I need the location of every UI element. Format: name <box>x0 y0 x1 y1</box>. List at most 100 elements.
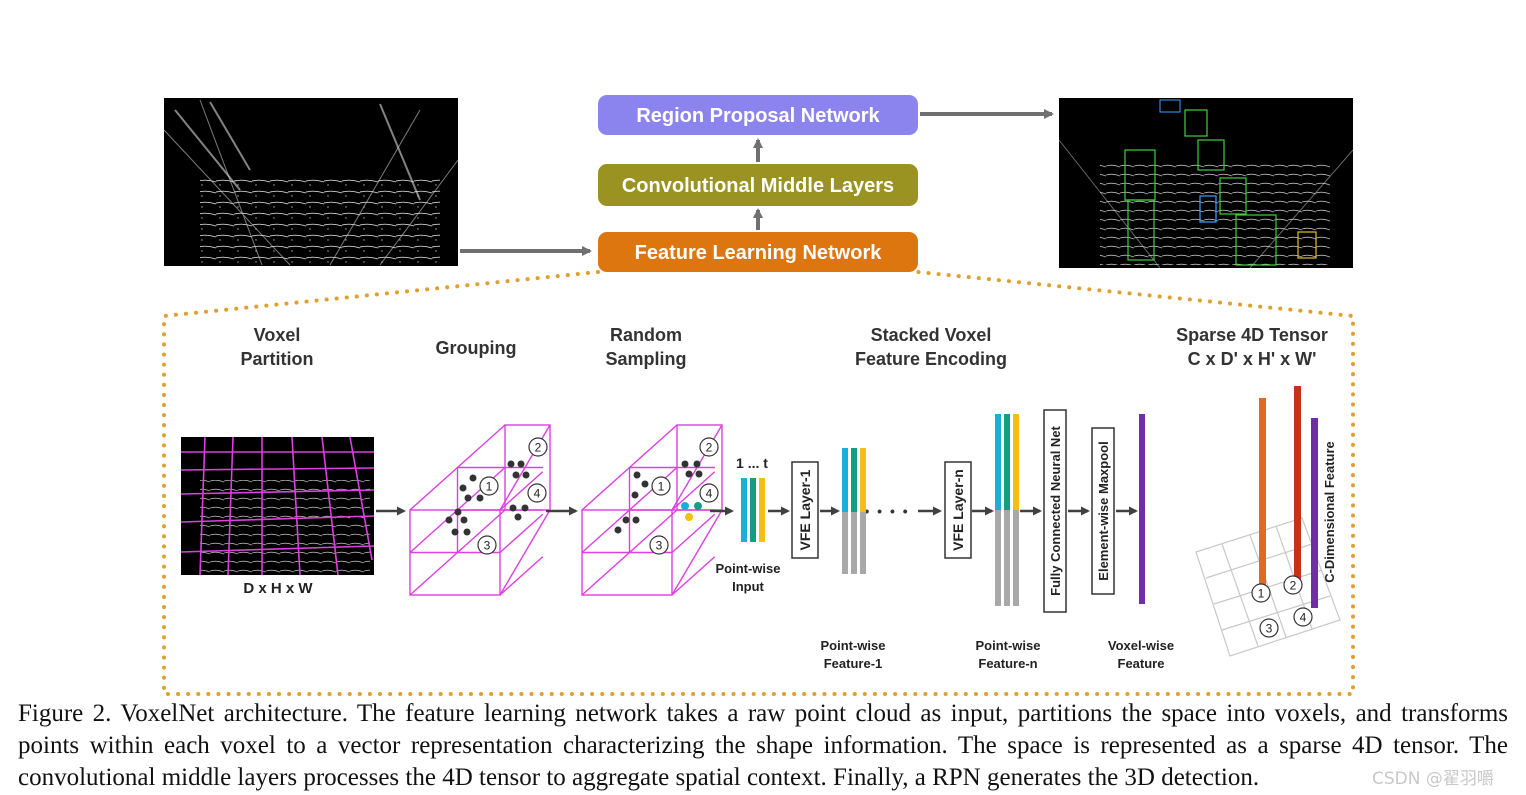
stage-title-sampling: Sampling <box>605 349 686 369</box>
tensor-feature-bar-3 <box>1311 418 1318 608</box>
grouping-voxel-4-label: 4 <box>534 487 541 501</box>
input-point-cloud-image <box>163 98 459 266</box>
pointwise-feature-n-bars <box>995 414 1019 606</box>
voxelwise-feature-label-2: Feature <box>1118 656 1165 671</box>
group-point <box>463 528 471 536</box>
group-point <box>464 494 472 502</box>
group-point <box>512 471 520 479</box>
tensor-voxel-3-circle <box>1259 618 1279 638</box>
stage-title-partition: Partition <box>240 349 313 369</box>
group-point <box>454 508 462 516</box>
sampling-voxel-grid: 2 1 4 3 <box>581 424 723 596</box>
grouping-voxel-4-circle <box>527 483 547 503</box>
group-point <box>514 513 522 521</box>
figure-caption: Figure 2. VoxelNet architecture. The fea… <box>18 700 1508 791</box>
expansion-dotted-border <box>162 270 1355 696</box>
vfe-layer-1-label: VFE Layer-1 <box>797 469 813 550</box>
fcn-box <box>1043 409 1067 613</box>
grouping-voxel-1-label: 1 <box>486 480 493 494</box>
sample-point <box>633 471 641 479</box>
vfe-layer-n-label: VFE Layer-n <box>950 469 966 551</box>
pointwise-feature-n-label-1: Point-wise <box>975 638 1040 653</box>
voxel-partition-image <box>180 436 375 576</box>
watermark: CSDN @翟羽嚼 <box>1372 769 1494 789</box>
group-point <box>451 528 459 536</box>
sample-point-teal <box>694 502 702 510</box>
sample-point <box>631 491 639 499</box>
grouping-voxel-grid: 2 1 4 3 <box>409 424 551 596</box>
pointwise-feature-n-label-2: Feature-n <box>978 656 1037 671</box>
sample-point <box>614 526 622 534</box>
input-bar-cyan <box>741 478 747 542</box>
fln-label: Feature Learning Network <box>635 242 883 264</box>
tensor-feature-bar-1 <box>1259 398 1266 590</box>
group-point <box>459 484 467 492</box>
sample-point <box>632 516 640 524</box>
pointwise-feature-1-label-1: Point-wise <box>820 638 885 653</box>
sampling-voxel-1-circle <box>651 476 671 496</box>
group-point <box>460 516 468 524</box>
sampling-voxel-1-label: 1 <box>658 480 665 494</box>
pointwise-input-label-2: Input <box>732 579 764 594</box>
tensor-voxel-1-circle <box>1251 583 1271 603</box>
group-point <box>507 460 515 468</box>
stage-title-tensor-dims: C x D' x H' x W' <box>1188 349 1317 369</box>
stage-title-voxel: Voxel <box>254 325 301 345</box>
rpn-box <box>598 95 918 135</box>
sample-point-cyan <box>681 502 689 510</box>
sample-point <box>622 516 630 524</box>
tensor-voxel-4-label: 4 <box>1300 611 1307 625</box>
cml-box <box>598 164 918 206</box>
grouping-voxel-2-circle <box>528 437 548 457</box>
tensor-voxel-2-circle <box>1283 575 1303 595</box>
vfe-layer-n-box <box>944 461 972 559</box>
pointwise-feature-1-label-2: Feature-1 <box>824 656 883 671</box>
rpn-label: Region Proposal Network <box>636 105 880 127</box>
fln-box <box>598 232 918 272</box>
tensor-voxel-3-label: 3 <box>1266 622 1273 636</box>
pointwise-input-label-1: Point-wise <box>715 561 780 576</box>
group-point <box>521 504 529 512</box>
maxpool-label: Element-wise Maxpool <box>1096 441 1111 580</box>
sampling-voxel-4-circle <box>699 483 719 503</box>
group-point <box>445 516 453 524</box>
group-point <box>469 474 477 482</box>
sampling-voxel-4-label: 4 <box>706 487 713 501</box>
stage-title-random: Random <box>610 325 682 345</box>
dhw-label: D x H x W <box>243 580 313 597</box>
stage-title-feature-encoding: Feature Encoding <box>855 349 1007 369</box>
pointwise-input-bars <box>741 478 765 542</box>
cml-label: Convolutional Middle Layers <box>622 175 894 197</box>
c-dim-feature-label: C-Dimensional Feature <box>1322 441 1337 583</box>
grouping-voxel-3-circle <box>477 535 497 555</box>
tensor-voxel-2-label: 2 <box>1290 579 1297 593</box>
input-bar-yellow <box>759 478 765 542</box>
stage-title-stacked-voxel: Stacked Voxel <box>871 325 992 345</box>
group-point <box>517 460 525 468</box>
voxelwise-feature-bar <box>1139 414 1145 604</box>
sampling-voxel-2-label: 2 <box>706 441 713 455</box>
group-point <box>476 494 484 502</box>
input-bar-teal <box>750 478 756 542</box>
grouping-voxel-2-label: 2 <box>535 441 542 455</box>
voxelnet-diagram: Region Proposal Network Convolutional Mi… <box>162 95 1355 696</box>
sampling-voxel-2-circle <box>699 437 719 457</box>
maxpool-box <box>1091 427 1115 595</box>
stage-title-sparse-tensor: Sparse 4D Tensor <box>1176 325 1328 345</box>
sampling-voxel-3-circle <box>649 535 669 555</box>
pointwise-feature-1-bars <box>842 448 866 574</box>
group-point <box>509 504 517 512</box>
group-point <box>522 471 530 479</box>
voxelwise-feature-label-1: Voxel-wise <box>1108 638 1174 653</box>
tensor-voxel-4-circle <box>1293 607 1313 627</box>
stage-title-grouping: Grouping <box>436 338 517 358</box>
sampling-voxel-3-label: 3 <box>656 539 663 553</box>
vfe-layer-1-box <box>791 461 819 559</box>
sample-point <box>695 470 703 478</box>
tensor-feature-bar-2 <box>1294 386 1301 582</box>
fcn-label: Fully Connected Neural Net <box>1048 425 1063 595</box>
sample-point <box>693 460 701 468</box>
grouping-voxel-3-label: 3 <box>484 539 491 553</box>
sample-point <box>681 460 689 468</box>
